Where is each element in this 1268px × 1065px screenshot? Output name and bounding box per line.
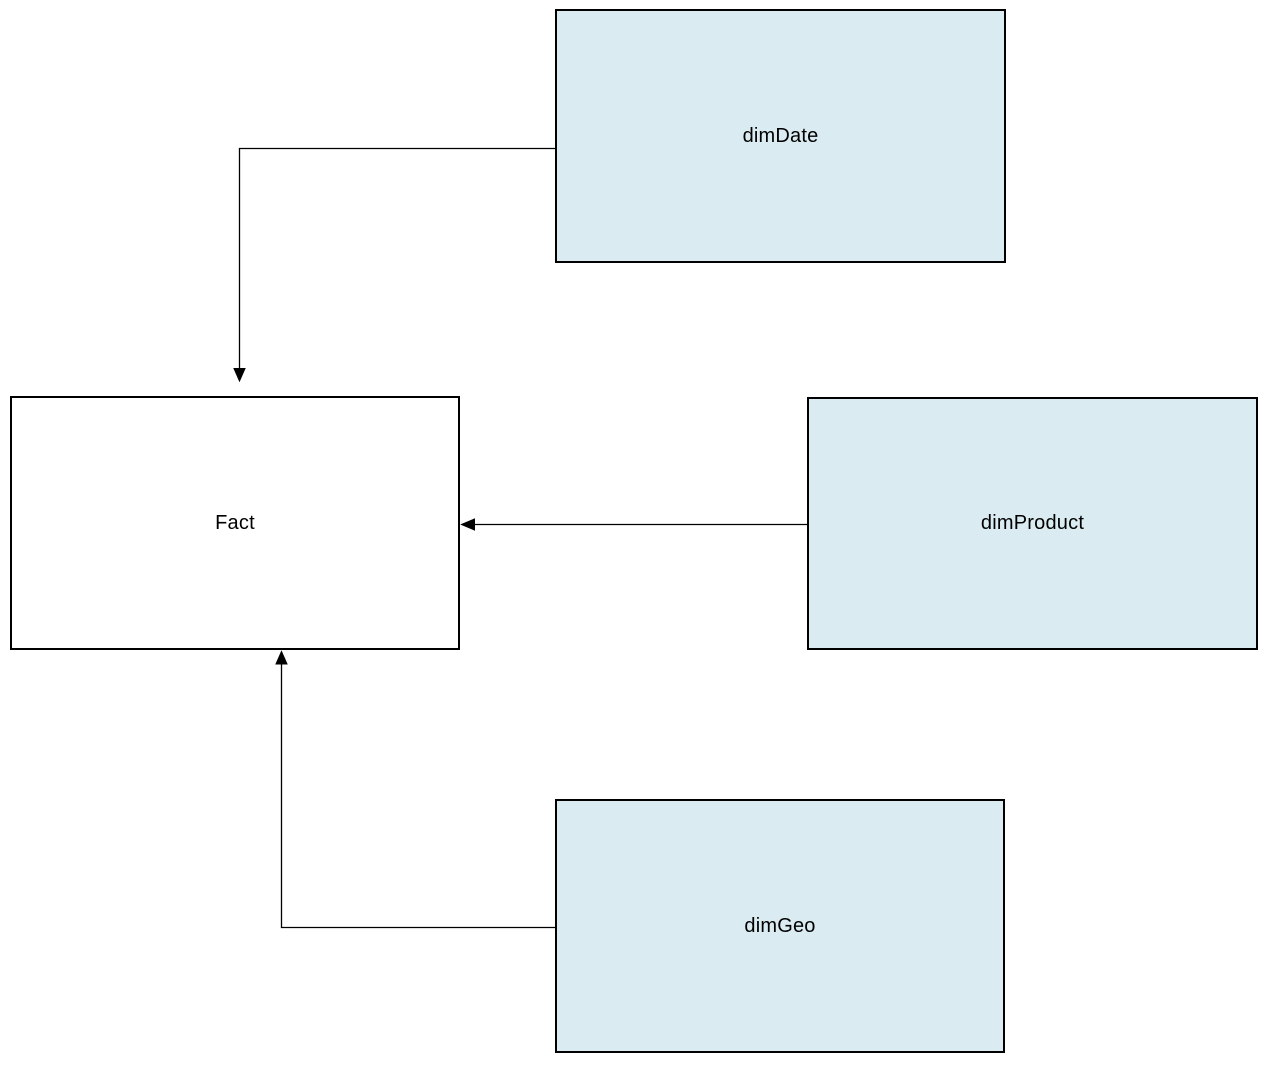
node-dimproduct-label: dimProduct [980, 512, 1085, 534]
arrowhead-left-icon [460, 518, 475, 531]
connector-dimproduct-to-fact[interactable] [460, 518, 808, 531]
node-dimdate-label: dimDate [742, 124, 819, 147]
node-dimgeo[interactable]: dimGeo [555, 799, 1005, 1053]
node-fact-label: Fact [215, 511, 255, 534]
node-dimdate[interactable]: dimDate [555, 9, 1006, 263]
connector-dimgeo-to-fact[interactable] [275, 650, 556, 929]
node-dimproduct[interactable]: dimProduct [807, 397, 1258, 650]
node-fact[interactable]: Fact [10, 396, 460, 650]
connector-dimdate-to-fact-line[interactable] [238, 147, 556, 370]
arrowhead-up-icon [275, 650, 288, 665]
connector-dimdate-to-fact[interactable] [233, 147, 556, 383]
connector-dimgeo-to-fact-line[interactable] [280, 664, 556, 929]
node-dimgeo-label: dimGeo [744, 914, 816, 937]
arrowhead-down-icon [233, 368, 246, 383]
